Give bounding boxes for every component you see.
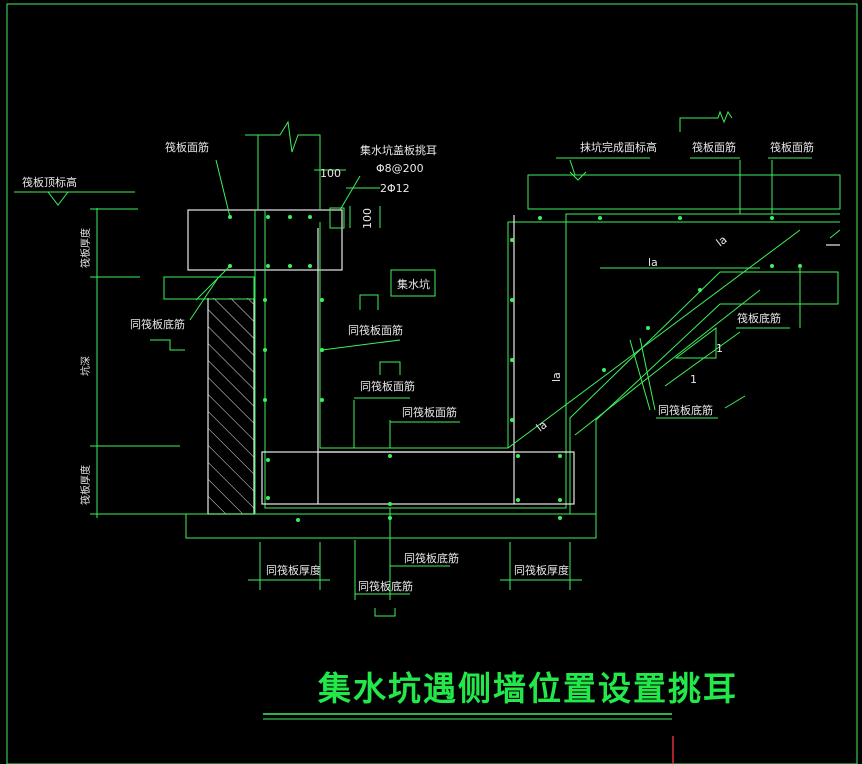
label-slope-1: 1 [716, 342, 723, 355]
label-same-raft-bottom-1: 同筏板底筋 [130, 317, 185, 331]
lug-end [329, 207, 345, 229]
pit-lines [261, 160, 840, 509]
rebar-dots [228, 215, 802, 522]
label-same-raft-face-1: 同筏板面筋 [348, 323, 403, 337]
label-same-raft-thk-2: 同筏板厚度 [514, 563, 569, 577]
label-dim-100-h: 100 [320, 167, 341, 180]
label-raft-thickness-2: 筏板厚度 [79, 465, 92, 505]
bottom-slab-rect [185, 513, 597, 539]
drawing-frame [6, 3, 858, 764]
label-raft-top-elev: 筏板顶标高 [22, 175, 77, 189]
label-pit-depth: 坑深 [79, 356, 92, 376]
left-raft [163, 276, 255, 300]
label-la-3: la [550, 372, 563, 382]
rebar-outer [264, 210, 840, 509]
slope-rebar-2 [574, 289, 761, 436]
label-lug-spec-1: Φ8@200 [376, 162, 424, 175]
label-same-raft-bottom-4: 同筏板底筋 [358, 579, 413, 593]
bottom-slab [185, 513, 597, 539]
slope-rebar-1 [507, 229, 801, 449]
label-same-raft-bottom-2: 同筏板底筋 [658, 403, 713, 417]
pit-bottom-block [261, 451, 575, 505]
right-raft-top [527, 174, 841, 210]
label-same-raft-bottom-3: 同筏板底筋 [404, 551, 459, 565]
label-backfill-elev: 抹坑完成面标高 [580, 140, 657, 154]
label-la-2: la [714, 233, 730, 249]
label-dim-100-v: 100 [361, 208, 374, 229]
label-same-raft-face-3: 同筏板面筋 [402, 405, 457, 419]
label-raft-face-rebar-2: 筏板面筋 [692, 140, 736, 154]
right-raft [527, 174, 841, 515]
left-raft-slab [163, 276, 255, 300]
wall-hatch [208, 298, 254, 514]
label-lug-title: 集水坑盖板挑耳 [360, 143, 437, 157]
label-same-raft-thk-1: 同筏板厚度 [266, 563, 321, 577]
right-raft-slope [569, 271, 839, 515]
label-la-4: la [534, 418, 550, 434]
label-raft-face-rebar-3: 筏板面筋 [770, 140, 814, 154]
sump-pit-box [390, 269, 436, 297]
label-same-raft-face-2: 同筏板面筋 [360, 379, 415, 393]
label-lug-spec-2: 2Φ12 [380, 182, 410, 195]
left-dimensions [14, 191, 186, 518]
label-raft-bottom-rebar: 筏板底筋 [737, 311, 781, 325]
side-wall [207, 298, 255, 515]
label-sump-pit: 集水坑 [397, 277, 430, 291]
label-la-1: la [648, 256, 658, 269]
drawing-title: 集水坑遇侧墙位置设置挑耳 [317, 669, 738, 708]
slope-triangle [674, 327, 717, 359]
label-slope-2: 1 [690, 373, 697, 386]
leaders [150, 110, 841, 617]
pit-inner-wall [317, 215, 515, 453]
label-raft-face-rebar-1: 筏板面筋 [165, 140, 209, 154]
elev-marker [47, 191, 69, 206]
label-raft-thickness-1: 筏板厚度 [79, 228, 92, 268]
break-line-top [245, 120, 321, 210]
